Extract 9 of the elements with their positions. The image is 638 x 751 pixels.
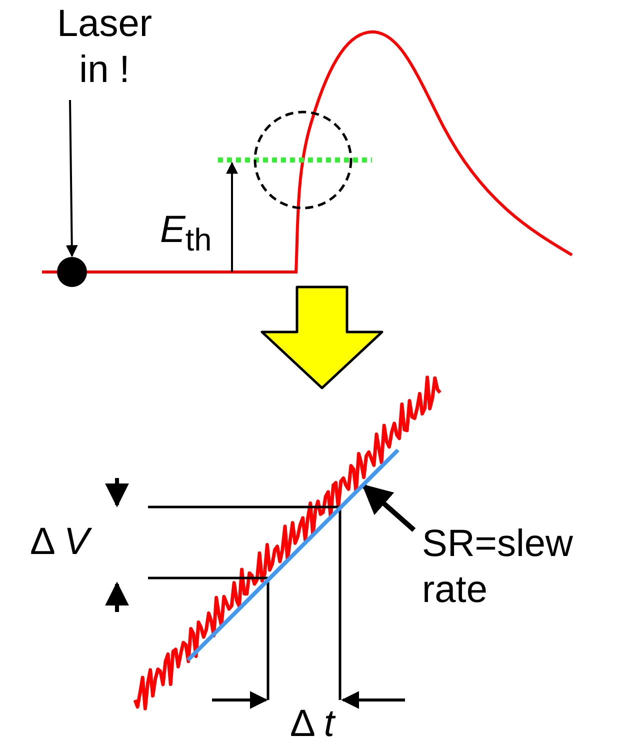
fit-line — [188, 450, 398, 660]
dimension-label: Δ t — [290, 702, 334, 747]
annotation-text: SR=slew rate — [422, 522, 574, 613]
arrow — [362, 484, 416, 532]
dimension-label: Δ V — [30, 520, 90, 566]
arrow — [66, 100, 78, 258]
threshold-label: E$_{th}$ — [160, 208, 212, 259]
annotation-text: Laser in ! — [56, 2, 154, 93]
marker-dot — [56, 256, 88, 288]
